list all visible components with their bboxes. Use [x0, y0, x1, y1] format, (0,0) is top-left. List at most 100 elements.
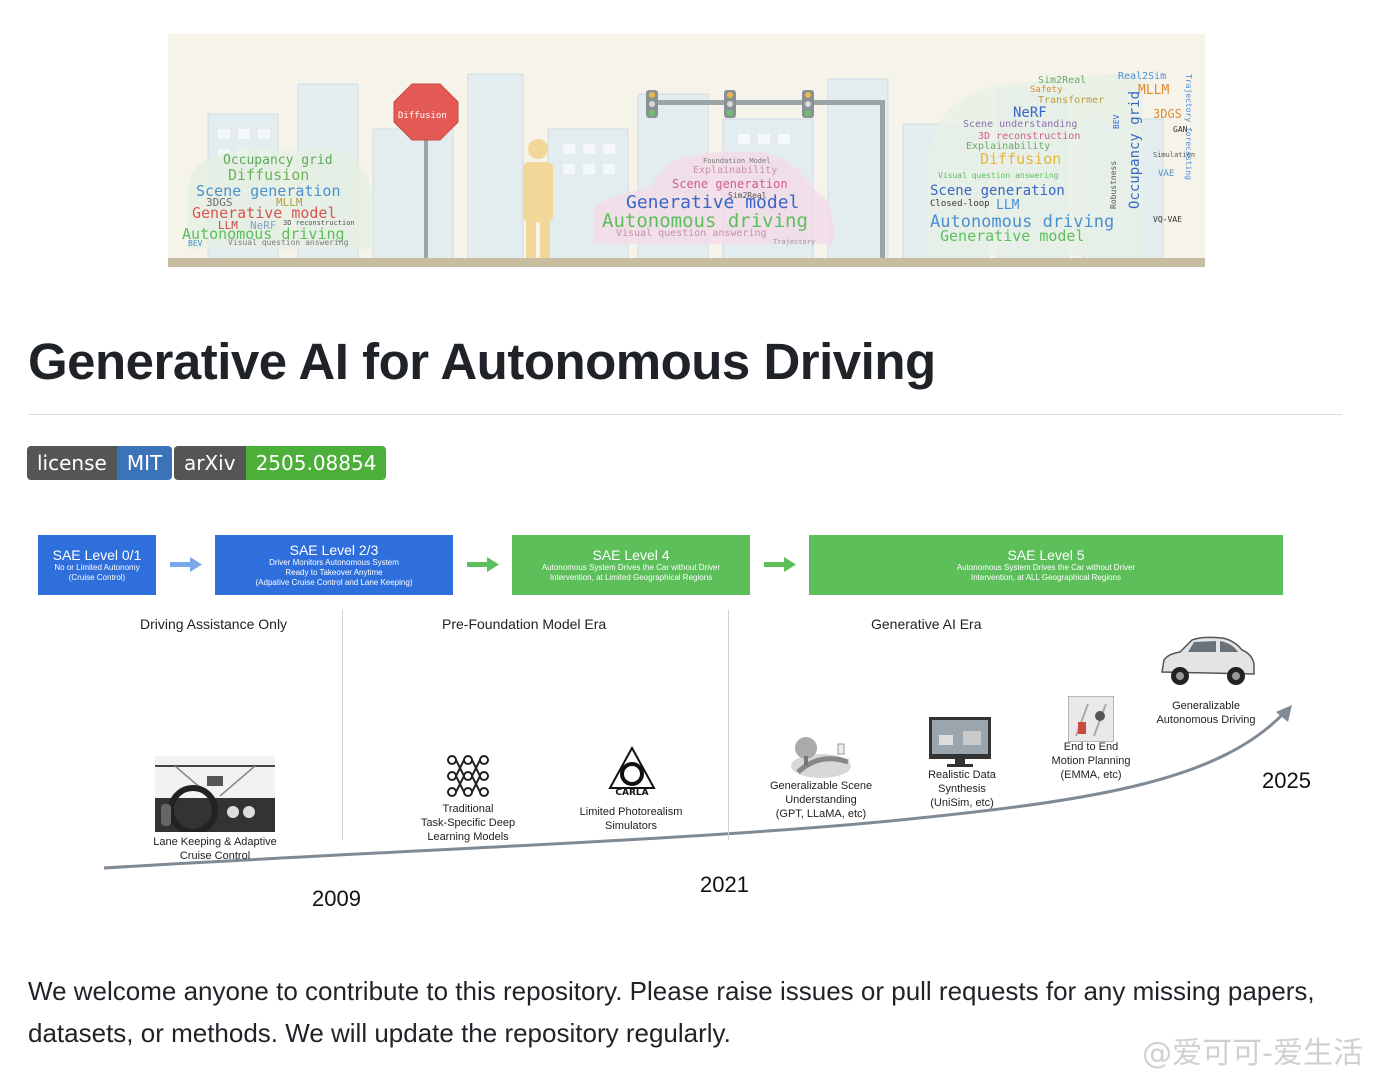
era-divider	[342, 610, 343, 840]
sae-level-5-box: SAE Level 5 Autonomous System Drives the…	[809, 535, 1283, 595]
caption-line: Realistic Data	[928, 769, 996, 781]
word-cloud-term: Simulation	[1153, 151, 1196, 159]
milestone-caption: Generalizable Scene Understanding (GPT, …	[756, 779, 886, 821]
word-cloud-term: Explainability	[693, 165, 778, 176]
contribution-paragraph: We welcome anyone to contribute to this …	[28, 976, 1315, 1048]
word-cloud-term: Scene generation	[672, 177, 788, 191]
caption-line: Lane Keeping & Adaptive	[153, 836, 277, 848]
badge-value: 2505.08854	[245, 446, 387, 480]
badge-value: MIT	[116, 446, 173, 480]
word-cloud-term: BEV	[188, 239, 203, 248]
sae-desc: No or Limited Autonomy	[54, 563, 140, 572]
caption-line: Synthesis	[938, 783, 986, 795]
milestone-caption: End to End Motion Planning (EMMA, etc)	[1036, 740, 1146, 782]
scene-understanding-icon	[791, 737, 851, 778]
carla-logo-icon: CARLA	[608, 746, 656, 796]
arxiv-badge[interactable]: arXiv 2505.08854	[174, 446, 387, 480]
word-cloud-term: MLLM	[1138, 83, 1170, 98]
word-cloud-term: Explainability	[966, 141, 1051, 152]
caption-line: Limited Photorealism	[579, 806, 683, 818]
steering-wheel-icon	[155, 756, 275, 832]
word-cloud-term: 3D reconstruction	[283, 219, 355, 227]
caption-line: (GPT, LLaMA, etc)	[775, 808, 867, 820]
year-label: 2009	[312, 886, 361, 911]
arrow-head-icon	[1276, 705, 1292, 722]
page-title: Generative AI for Autonomous Driving	[28, 333, 936, 390]
motion-planning-icon	[1068, 696, 1114, 742]
timeline-figure: SAE Level 0/1 No or Limited Autonomy (Cr…	[0, 520, 1377, 940]
word-cloud-term: Generative model	[626, 192, 800, 213]
word-cloud-term: Sim2Real	[1038, 75, 1087, 86]
word-cloud-term: MLLM	[276, 196, 303, 209]
sae-desc: Driver Monitors Autonomous System	[269, 558, 399, 567]
sae-desc: Intervention, at ALL Geographical Region…	[970, 573, 1122, 582]
word-cloud-term: Trajectory	[773, 238, 816, 246]
sae-desc: (Adpative Cruise Control and Lane Keepin…	[255, 578, 413, 587]
sae-title: SAE Level 0/1	[52, 547, 142, 563]
word-cloud-term: VQ-VAE	[1153, 215, 1182, 224]
arrow-right-icon	[170, 557, 202, 572]
caption-line: (EMMA, etc)	[1060, 769, 1122, 781]
sae-desc: Intervention, at Limited Geographical Re…	[549, 573, 713, 582]
badge-label: license	[27, 446, 117, 480]
word-cloud-term: Robustness	[1109, 160, 1118, 209]
word-cloud-term: 3D reconstruction	[978, 131, 1081, 142]
word-cloud-term: Sim2Real	[728, 191, 767, 200]
sae-desc: Ready to Takeover Anytime	[285, 568, 383, 577]
caption-line: Learning Models	[427, 831, 509, 843]
sae-desc: (Cruise Control)	[68, 573, 126, 582]
sae-level-2-3-box: SAE Level 2/3 Driver Monitors Autonomous…	[215, 535, 453, 595]
word-cloud-term: Autonomous driving	[930, 212, 1115, 232]
era-label: Pre-Foundation Model Era	[442, 616, 607, 632]
caption-line: Traditional	[442, 803, 494, 815]
cityscape-illustration	[168, 34, 1205, 267]
word-cloud-term: Transformer	[1038, 95, 1105, 106]
word-cloud-term: Real2Sim	[1118, 71, 1167, 82]
license-badge[interactable]: license MIT	[27, 446, 173, 480]
word-cloud-term: Foundation Model	[703, 157, 771, 165]
monitor-icon	[929, 717, 991, 767]
word-cloud-term: Occupancy grid	[1127, 90, 1143, 209]
timeline-graphics	[103, 557, 1292, 870]
sae-desc: Autonomous System Drives the Car without…	[956, 563, 1136, 572]
word-cloud-term: LLM	[996, 198, 1020, 213]
word-cloud-term: Visual question answering	[616, 228, 767, 239]
era-label: Generative AI Era	[871, 616, 982, 632]
word-cloud-term: BEV	[1112, 114, 1121, 129]
word-cloud-term: Trajectory forecasting	[1184, 74, 1193, 180]
caption-line: Generalizable Scene	[769, 780, 873, 792]
milestone-caption: Lane Keeping & Adaptive Cruise Control	[130, 835, 300, 863]
milestone-caption: Traditional Task-Specific Deep Learning …	[403, 802, 533, 844]
word-cloud-term: Generative model	[940, 227, 1085, 245]
word-cloud-term: Generative model	[192, 204, 337, 222]
car-icon	[1161, 636, 1255, 685]
sae-desc: Autonomous System Drives the Car without…	[541, 563, 721, 572]
watermark-text: @爱可可-爱生活	[1142, 1036, 1363, 1071]
year-label: 2025	[1262, 768, 1311, 793]
caption-line: Task-Specific Deep	[420, 817, 516, 829]
word-cloud-term: Scene generation	[930, 183, 1065, 199]
word-cloud-term: Closed-loop	[930, 199, 990, 209]
word-cloud-term: Scene understanding	[963, 119, 1078, 130]
sae-title: SAE Level 2/3	[289, 542, 379, 558]
word-cloud-term: Visual question answering	[228, 238, 349, 247]
stop-sign-text: Diffusion	[398, 111, 447, 121]
word-cloud-term: Diffusion	[228, 166, 310, 184]
milestone-caption: Generalizable Autonomous Driving	[1140, 699, 1272, 727]
caption-line: Generalizable	[1172, 700, 1240, 712]
caption-line: End to End	[1063, 741, 1119, 753]
arrow-right-icon	[467, 557, 499, 572]
word-cloud-term: Diffusion	[980, 150, 1062, 168]
word-cloud-term: Safety	[1030, 85, 1063, 95]
caption-line: Simulators	[605, 820, 657, 832]
word-cloud-term: 3DGS	[1153, 107, 1182, 121]
word-cloud-term: NeRF	[250, 219, 277, 232]
word-cloud-term: GAN	[1173, 125, 1188, 134]
badge-label: arXiv	[174, 446, 246, 480]
caption-line: Autonomous Driving	[1156, 714, 1256, 726]
header-banner-image: Occupancy grid Diffusion Scene generatio…	[168, 34, 1205, 267]
caption-line: Understanding	[785, 794, 857, 806]
arrow-right-icon	[764, 557, 796, 572]
year-label: 2021	[700, 872, 749, 897]
word-cloud-term: Scene generation	[196, 182, 341, 200]
